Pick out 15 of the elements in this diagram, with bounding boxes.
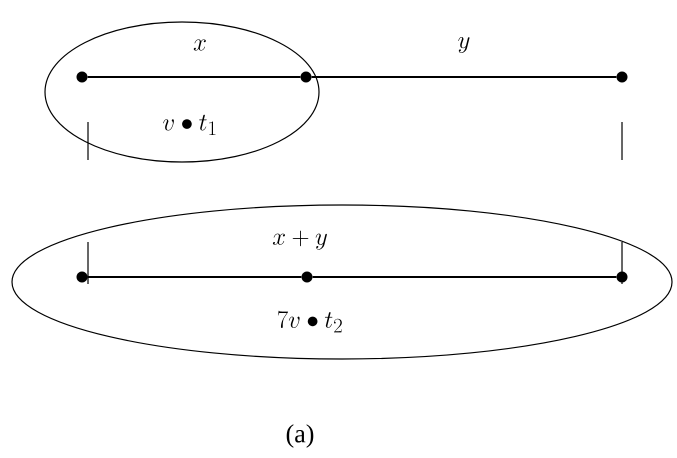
caption-label: (a) bbox=[286, 424, 314, 448]
math-label: $7v \bullet t_{2}$ bbox=[278, 310, 342, 332]
line-segment bbox=[88, 76, 300, 78]
dot bbox=[76, 272, 88, 282]
line-segment bbox=[312, 276, 616, 278]
line-segment bbox=[312, 76, 616, 78]
dot bbox=[76, 72, 88, 82]
math-label: $x + y$ bbox=[272, 230, 327, 250]
math-label: $v \bullet t_{1}$ bbox=[163, 114, 216, 136]
edge-label: $y$ bbox=[458, 36, 470, 54]
dot bbox=[616, 272, 628, 282]
line-segment bbox=[88, 276, 302, 278]
dot bbox=[616, 72, 628, 82]
math-label: $x$ bbox=[194, 39, 206, 51]
dot bbox=[302, 272, 312, 282]
